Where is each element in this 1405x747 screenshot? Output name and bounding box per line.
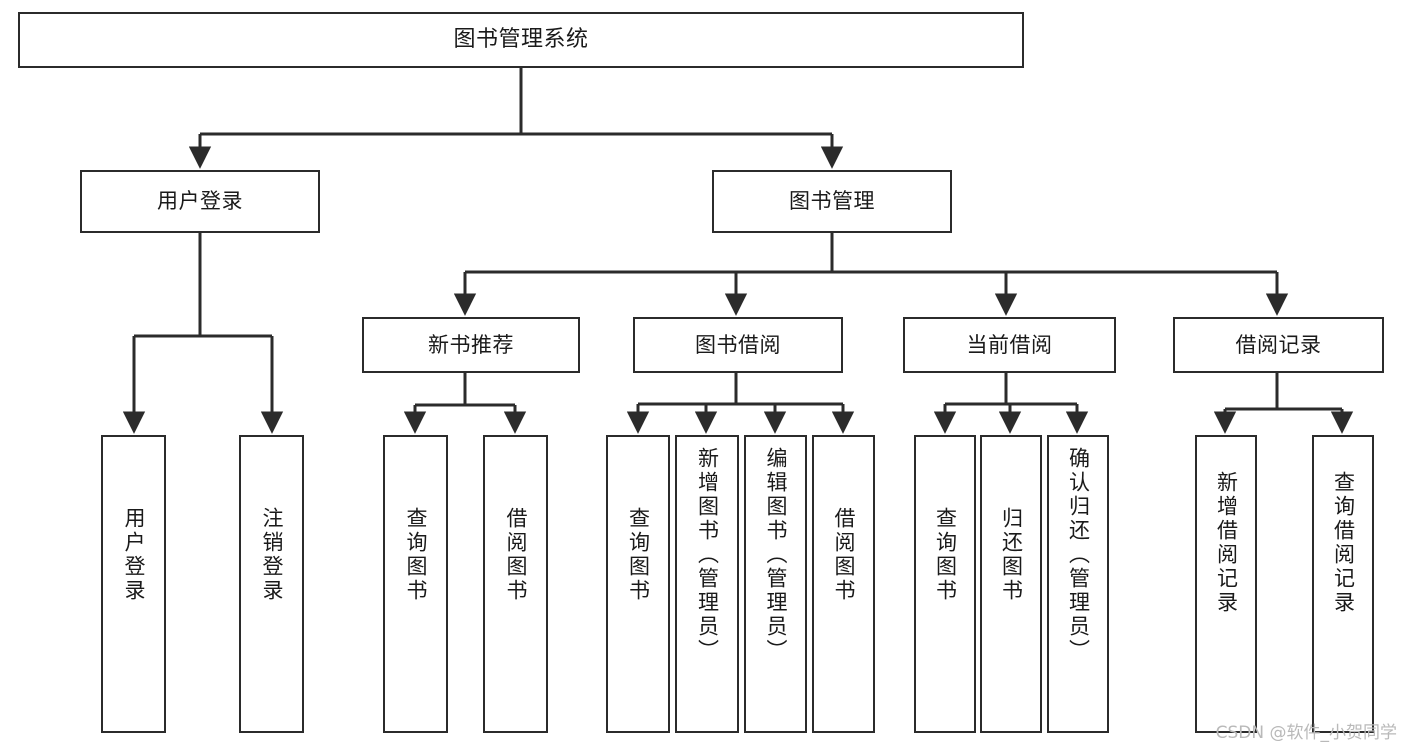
csdn-watermark: CSDN @软件_小贺同学 [1215,723,1397,743]
leaf-bookborrow-edit-book-admin-label: 编辑图书（管理员） [764,447,788,663]
leaf-bookborrow-borrow-books[interactable]: 借阅图书 [812,435,875,733]
leaf-borrowrecords-add-record-label: 新增借阅记录 [1214,471,1239,615]
node-root-book-management-system[interactable]: 图书管理系统 [18,12,1024,68]
leaf-currentborrow-query-books[interactable]: 查询图书 [914,435,976,733]
leaf-borrowrecords-add-record[interactable]: 新增借阅记录 [1195,435,1257,733]
leaf-currentborrow-return-books[interactable]: 归还图书 [980,435,1042,733]
node-user-login-label: 用户登录 [157,189,243,214]
leaf-bookborrow-add-book-admin-label: 新增图书（管理员） [695,447,720,663]
leaf-bookborrow-borrow-books-label: 借阅图书 [832,507,856,603]
leaf-borrowrecords-query-record-label: 查询借阅记录 [1331,471,1356,615]
leaf-newbook-borrow-books-label: 借阅图书 [504,507,528,603]
leaf-currentborrow-confirm-return-admin[interactable]: 确认归还（管理员） [1047,435,1109,733]
node-book-management-label: 图书管理 [789,189,875,214]
node-root-label: 图书管理系统 [453,27,589,53]
node-book-borrow[interactable]: 图书借阅 [633,317,843,373]
leaf-logout-label: 注销登录 [260,507,284,603]
node-new-book-recommend[interactable]: 新书推荐 [362,317,580,373]
leaf-currentborrow-return-books-label: 归还图书 [999,507,1024,603]
leaf-user-login-label: 用户登录 [122,507,146,603]
leaf-user-login[interactable]: 用户登录 [101,435,166,733]
node-new-book-recommend-label: 新书推荐 [428,332,514,357]
leaf-currentborrow-confirm-return-admin-label: 确认归还（管理员） [1066,447,1091,663]
node-book-management[interactable]: 图书管理 [712,170,952,233]
node-current-borrow[interactable]: 当前借阅 [903,317,1116,373]
leaf-bookborrow-query-books-label: 查询图书 [626,507,651,603]
leaf-logout[interactable]: 注销登录 [239,435,304,733]
leaf-borrowrecords-query-record[interactable]: 查询借阅记录 [1312,435,1374,733]
node-user-login[interactable]: 用户登录 [80,170,320,233]
leaf-newbook-query-books-label: 查询图书 [404,507,428,603]
node-borrow-records-label: 借阅记录 [1235,332,1322,357]
node-borrow-records[interactable]: 借阅记录 [1173,317,1384,373]
leaf-newbook-borrow-books[interactable]: 借阅图书 [483,435,548,733]
leaf-newbook-query-books[interactable]: 查询图书 [383,435,448,733]
leaf-bookborrow-add-book-admin[interactable]: 新增图书（管理员） [675,435,739,733]
leaf-bookborrow-query-books[interactable]: 查询图书 [606,435,670,733]
leaf-currentborrow-query-books-label: 查询图书 [933,507,958,603]
leaf-bookborrow-edit-book-admin[interactable]: 编辑图书（管理员） [744,435,807,733]
node-current-borrow-label: 当前借阅 [966,332,1053,357]
node-book-borrow-label: 图书借阅 [695,332,781,357]
